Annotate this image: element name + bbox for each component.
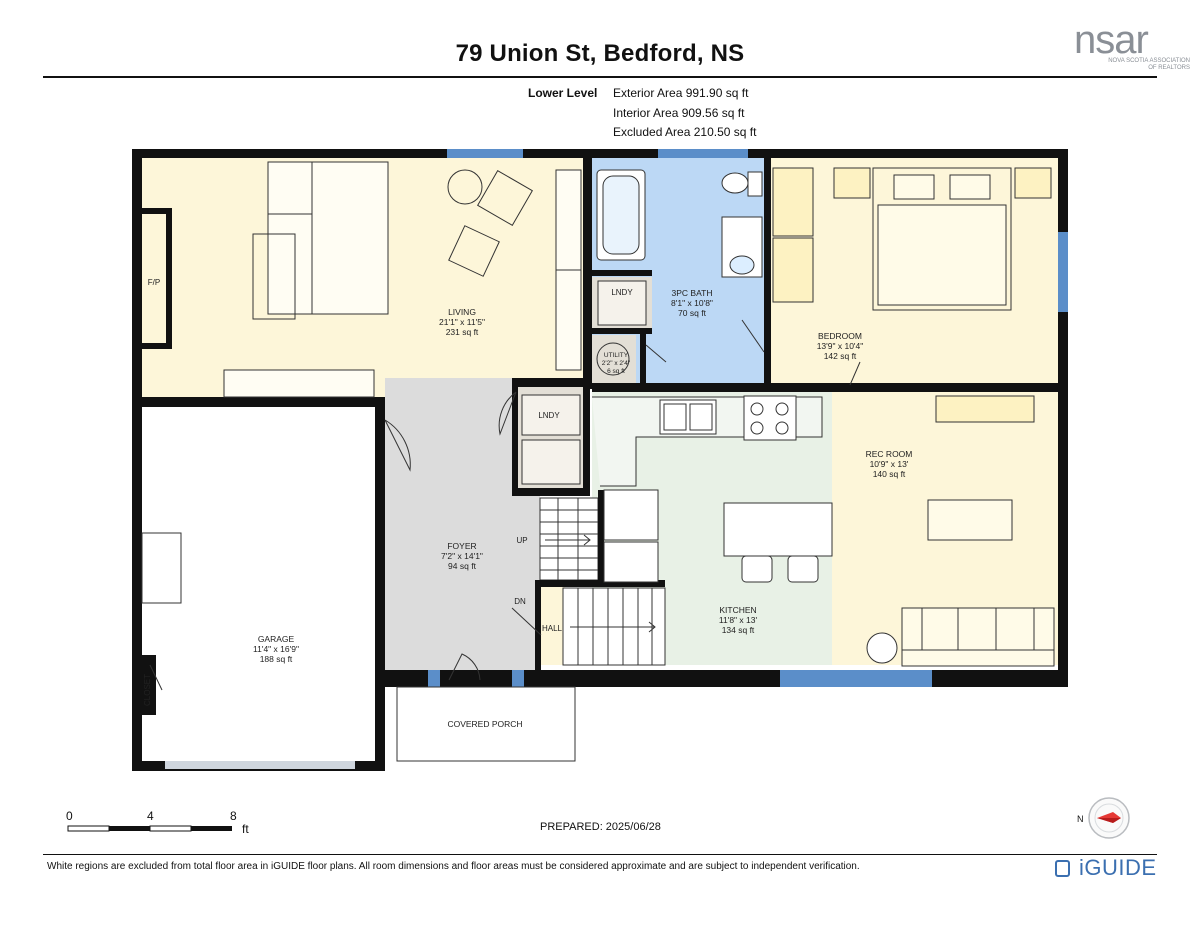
- nsar-logo-subtitle: Nova Scotia Association of Realtors: [1098, 58, 1190, 72]
- scale-tick-8: 8: [230, 809, 237, 823]
- disclaimer-text: White regions are excluded from total fl…: [47, 861, 860, 872]
- plan-title: 79 Union St, Bedford, NS: [455, 40, 745, 67]
- scale-tick-4: 4: [147, 809, 154, 823]
- living-area: 231 sq ft: [446, 327, 479, 337]
- living-dims: 21'1" x 11'5": [439, 317, 485, 327]
- foyer-name: FOYER: [447, 541, 476, 551]
- living-name: LIVING: [448, 307, 476, 317]
- porch-name: COVERED PORCH: [447, 719, 522, 729]
- door-swings: [149, 319, 861, 691]
- iguide-logo-icon: [1055, 860, 1070, 877]
- nsar-subtitle-line2: of Realtors: [1148, 65, 1190, 71]
- bedroom-area: 142 sq ft: [824, 351, 857, 361]
- footer-divider: [43, 854, 1157, 855]
- utility-area: 6 sq ft: [607, 368, 625, 375]
- compass-icon: N: [1075, 795, 1131, 841]
- utility-dims: 2'2" x 2'4": [602, 360, 631, 367]
- prepared-date: PREPARED: 2025/06/28: [540, 821, 661, 833]
- scale-bar: [67, 825, 232, 832]
- scale-tick-0: 0: [66, 809, 73, 823]
- bath-area: 70 sq ft: [678, 308, 707, 318]
- garage-fixtures: [141, 532, 182, 604]
- garage-dims: 11'4" x 16'9": [253, 644, 299, 654]
- fireplace-label: F/P: [148, 278, 160, 287]
- nsar-logo: nsar Nova Scotia Association of Realtors: [1068, 18, 1193, 78]
- laundry-lower-label: LNDY: [538, 411, 560, 420]
- bedroom-furniture: [772, 167, 1052, 311]
- rec-dims: 10'9" x 13': [870, 459, 909, 469]
- stairs-up-label: UP: [516, 536, 527, 545]
- nsar-logo-word: nsar: [1074, 18, 1149, 62]
- stairs-down-label: DN: [514, 597, 526, 606]
- exterior-area: Exterior Area 991.90 sq ft: [613, 86, 749, 100]
- hall-floor: [540, 585, 565, 665]
- foyer-area: 94 sq ft: [448, 561, 477, 571]
- rec-area: 140 sq ft: [873, 469, 906, 479]
- hall-label: HALL: [542, 624, 563, 633]
- garage-name: GARAGE: [258, 634, 295, 644]
- excluded-area: Excluded Area 210.50 sq ft: [613, 125, 757, 139]
- level-name: Lower Level: [528, 86, 598, 100]
- area-values: Exterior Area 991.90 sq ft Interior Area…: [613, 84, 756, 143]
- bath-fixtures: [596, 169, 763, 278]
- stairs: [539, 497, 666, 666]
- title-divider: [43, 76, 1157, 78]
- foyer-dims: 7'2" x 14'1": [441, 551, 483, 561]
- iguide-logo-text: iGUIDE: [1079, 855, 1157, 880]
- scale-unit: ft: [242, 822, 249, 836]
- kitchen-fixtures: [592, 395, 833, 583]
- rec-name: REC ROOM: [866, 449, 913, 459]
- covered-porch-outline: [396, 686, 576, 762]
- garage-area: 188 sq ft: [260, 654, 293, 664]
- laundry-upper-label: LNDY: [611, 288, 633, 297]
- iguide-logo: iGUIDE: [1053, 855, 1163, 885]
- bedroom-dims: 13'9" x 10'4": [817, 341, 864, 351]
- living-furniture: [223, 161, 582, 398]
- windows: [165, 149, 1068, 769]
- bath-name: 3PC BATH: [672, 288, 713, 298]
- closet-label: CLOSET: [143, 674, 152, 706]
- bedroom-name: BEDROOM: [818, 331, 862, 341]
- kitchen-dims: 11'8" x 13': [719, 615, 758, 625]
- nsar-subtitle-line1: Nova Scotia Association: [1108, 58, 1190, 64]
- utility-name: UTILITY: [604, 352, 629, 359]
- bath-dims: 8'1" x 10'8": [671, 298, 713, 308]
- interior-area: Interior Area 909.56 sq ft: [613, 105, 745, 120]
- laundry-fixtures: [521, 280, 647, 485]
- compass-north-label: N: [1077, 814, 1084, 824]
- kitchen-name: KITCHEN: [719, 605, 756, 615]
- kitchen-area: 134 sq ft: [722, 625, 755, 635]
- rec-room-furniture: [866, 395, 1055, 667]
